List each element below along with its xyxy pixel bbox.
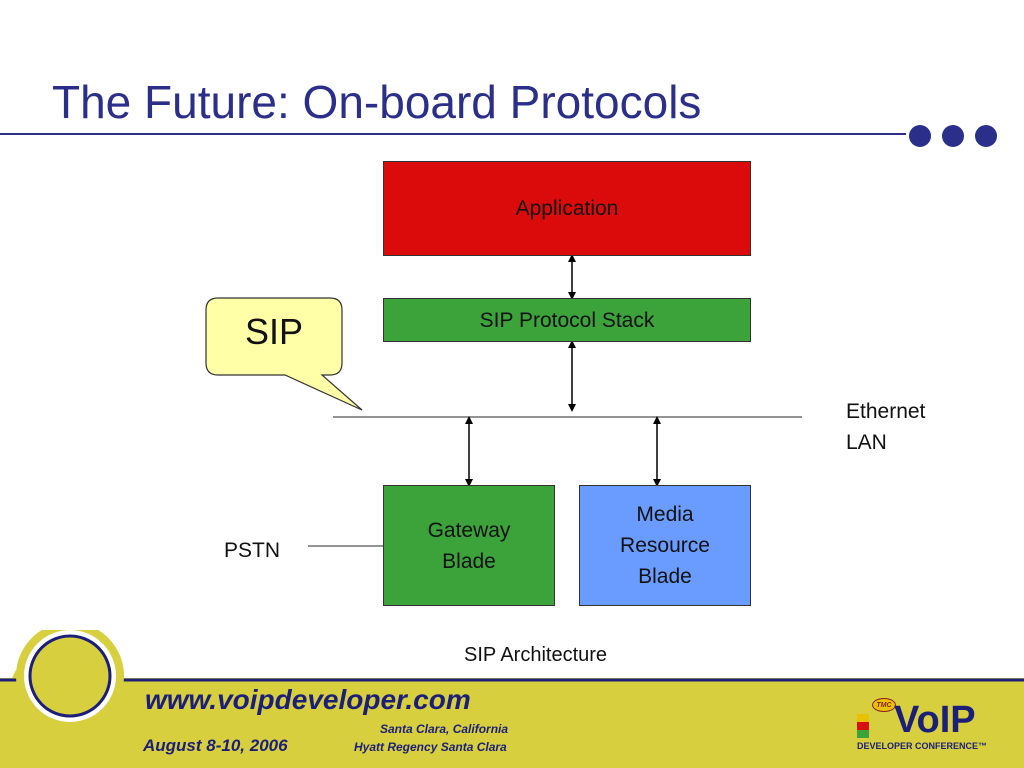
slide-title: The Future: On-board Protocols — [52, 76, 702, 128]
diagram-connectors — [205, 254, 802, 547]
tmc-logo: TMC — [872, 698, 896, 712]
diagram-caption: SIP Architecture — [464, 644, 608, 666]
sip-callout-label: SIP — [244, 311, 304, 352]
decor-dot-1 — [909, 125, 931, 147]
gateway-blade-label: Gateway Blade — [427, 518, 511, 573]
logo-stripe-green — [857, 730, 869, 738]
logo-stripe-yellow — [857, 714, 869, 722]
voip-logo: VoIP — [894, 699, 976, 741]
application-box-label: Application — [515, 197, 619, 220]
sip-protocol-stack-box: SIP Protocol Stack — [383, 298, 751, 342]
logo-stripe-red — [857, 722, 869, 730]
voip-logo-subtitle: DEVELOPER CONFERENCE™ — [857, 741, 988, 751]
footer-band — [0, 630, 1024, 768]
footer-location-city: Santa Clara, California — [380, 722, 509, 736]
pstn-label: PSTN — [224, 539, 281, 562]
ethernet-lan-label: Ethernet LAN — [846, 400, 926, 454]
media-resource-blade-label: Media Resource Blade — [620, 503, 710, 588]
application-box: Application — [383, 161, 751, 256]
media-resource-blade-box: Media Resource Blade — [579, 485, 751, 606]
footer-website: www.voipdeveloper.com — [145, 684, 471, 715]
footer-dates: August 8-10, 2006 — [143, 736, 288, 755]
decor-dot-2 — [942, 125, 964, 147]
gateway-blade-box: Gateway Blade — [383, 485, 555, 606]
sip-protocol-stack-label: SIP Protocol Stack — [479, 308, 655, 332]
footer-ring-inner — [28, 634, 112, 718]
decor-dot-3 — [975, 125, 997, 147]
sip-callout-shape — [205, 297, 363, 411]
title-rule — [0, 133, 906, 135]
footer-location-venue: Hyatt Regency Santa Clara — [354, 740, 507, 754]
